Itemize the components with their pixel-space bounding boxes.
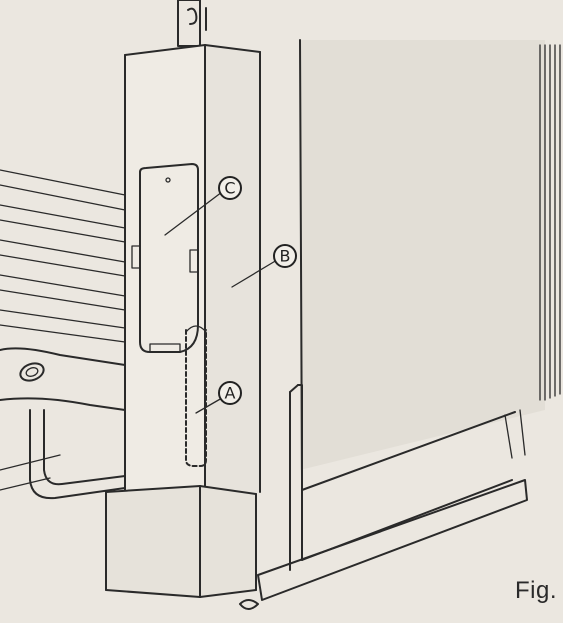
- callout-a-label: A: [225, 384, 236, 403]
- callout-b: B: [273, 244, 297, 268]
- rack-lines: [0, 169, 126, 343]
- callout-b-label: B: [280, 247, 291, 266]
- figure-caption: Fig.: [514, 577, 557, 604]
- door-bottom-trim: [239, 384, 528, 610]
- side-panel-face: [300, 40, 545, 470]
- lower-frame: [0, 347, 126, 500]
- hinge-top: [177, 0, 207, 47]
- leader-lines: [164, 191, 278, 414]
- callout-c: C: [218, 176, 242, 200]
- hidden-hinge-part: [185, 325, 207, 467]
- callout-c-label: C: [224, 179, 235, 198]
- column-base: [105, 485, 257, 598]
- callout-a: A: [218, 381, 242, 405]
- bracket-plate: [131, 163, 199, 353]
